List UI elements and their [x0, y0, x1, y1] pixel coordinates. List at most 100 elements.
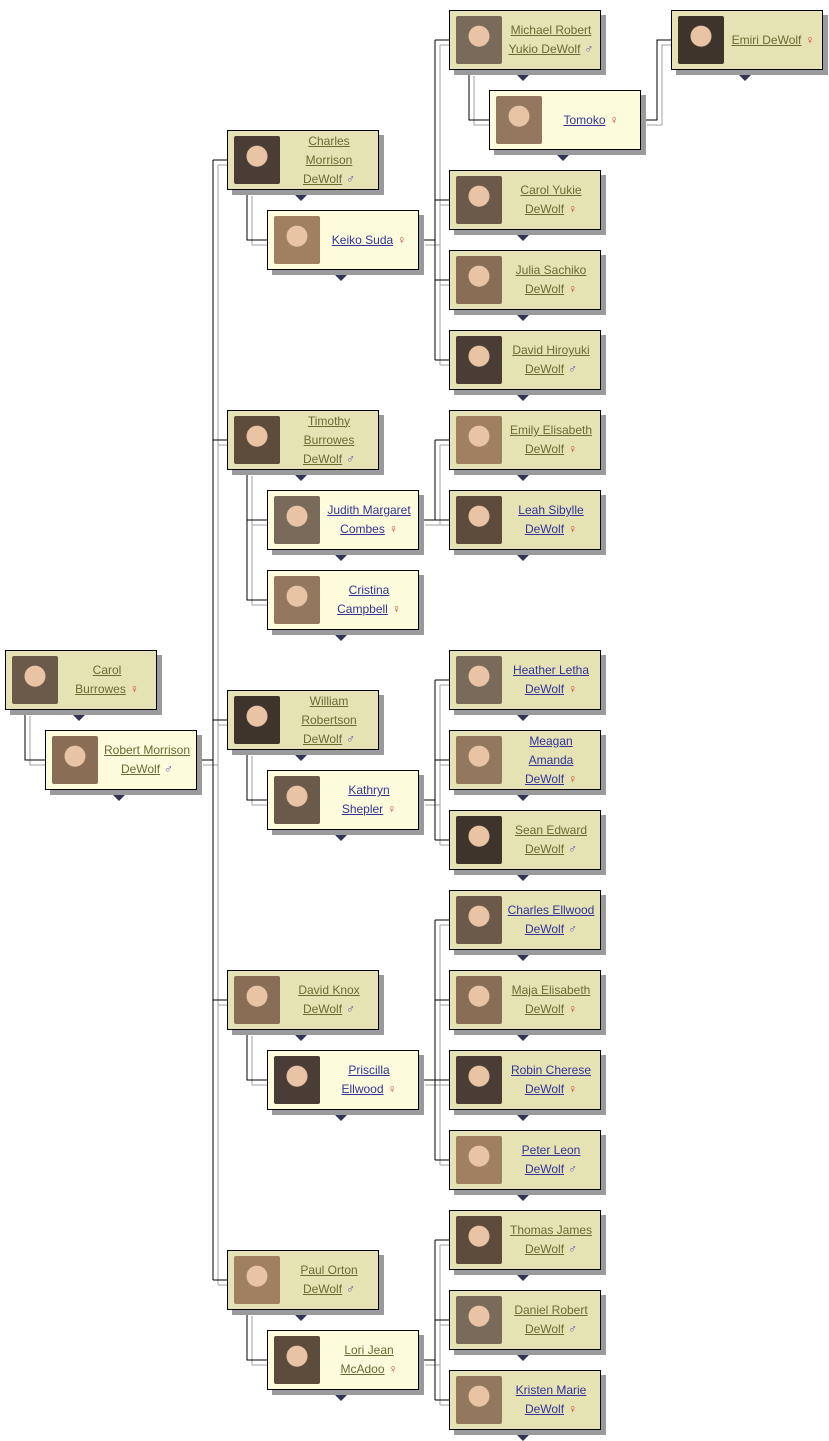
- portrait-photo[interactable]: [456, 1216, 502, 1264]
- portrait-photo[interactable]: [274, 576, 320, 624]
- person-name-link[interactable]: Heather Letha DeWolf: [512, 663, 590, 696]
- expand-descendants-arrow-icon[interactable]: [295, 1035, 307, 1041]
- portrait-photo[interactable]: [456, 656, 502, 704]
- expand-descendants-arrow-icon[interactable]: [517, 795, 529, 801]
- person-name-link[interactable]: Sean Edward DeWolf: [514, 823, 588, 856]
- person-name-link[interactable]: Maja Elisabeth DeWolf: [511, 983, 591, 1016]
- person-name-link[interactable]: Keiko Suda: [331, 232, 394, 247]
- person-label: Daniel Robert DeWolf♂: [506, 1291, 596, 1349]
- expand-descendants-arrow-icon[interactable]: [517, 395, 529, 401]
- portrait-photo[interactable]: [456, 976, 502, 1024]
- person-name-link[interactable]: Kathryn Shepler: [341, 783, 390, 816]
- expand-descendants-arrow-icon[interactable]: [517, 235, 529, 241]
- portrait-photo[interactable]: [456, 496, 502, 544]
- person-name-link[interactable]: Robert Morrison DeWolf: [103, 743, 191, 776]
- person-name-link[interactable]: Peter Leon DeWolf: [521, 1143, 581, 1176]
- portrait-photo[interactable]: [274, 1056, 320, 1104]
- expand-descendants-arrow-icon[interactable]: [517, 75, 529, 81]
- portrait-photo[interactable]: [456, 1056, 502, 1104]
- portrait-photo[interactable]: [456, 896, 502, 944]
- portrait-photo[interactable]: [456, 16, 502, 64]
- person-name-link[interactable]: Emiri DeWolf: [731, 32, 802, 47]
- portrait-photo[interactable]: [234, 696, 280, 744]
- person-name-link[interactable]: Paul Orton DeWolf: [300, 1263, 358, 1296]
- expand-descendants-arrow-icon[interactable]: [517, 315, 529, 321]
- expand-descendants-arrow-icon[interactable]: [517, 715, 529, 721]
- expand-descendants-arrow-icon[interactable]: [739, 75, 751, 81]
- expand-descendants-arrow-icon[interactable]: [295, 755, 307, 761]
- portrait-photo[interactable]: [12, 656, 58, 704]
- portrait-photo[interactable]: [496, 96, 542, 144]
- person-name-link[interactable]: Cristina Campbell: [337, 583, 390, 616]
- person-name-link[interactable]: Charles Morrison DeWolf: [302, 133, 353, 186]
- expand-descendants-arrow-icon[interactable]: [517, 1355, 529, 1361]
- person-name-link[interactable]: David Knox DeWolf: [298, 983, 360, 1016]
- expand-descendants-arrow-icon[interactable]: [73, 715, 85, 721]
- portrait-photo[interactable]: [456, 336, 502, 384]
- portrait-photo[interactable]: [456, 736, 502, 784]
- person-name-link[interactable]: David Hiroyuki DeWolf: [512, 343, 590, 376]
- expand-descendants-arrow-icon[interactable]: [517, 955, 529, 961]
- expand-descendants-arrow-icon[interactable]: [335, 635, 347, 641]
- person-name-link[interactable]: Carol Burrowes: [75, 663, 126, 696]
- person-name-link[interactable]: Meagan Amanda DeWolf: [524, 733, 574, 786]
- expand-descendants-arrow-icon[interactable]: [517, 1195, 529, 1201]
- person-name-link[interactable]: Lori Jean McAdoo: [340, 1343, 394, 1376]
- person-name-link[interactable]: Kristen Marie DeWolf: [515, 1383, 587, 1416]
- expand-descendants-arrow-icon[interactable]: [295, 195, 307, 201]
- person-label: William Robertson DeWolf♂: [284, 691, 374, 749]
- expand-descendants-arrow-icon[interactable]: [557, 155, 569, 161]
- expand-descendants-arrow-icon[interactable]: [295, 475, 307, 481]
- expand-descendants-arrow-icon[interactable]: [517, 875, 529, 881]
- expand-descendants-arrow-icon[interactable]: [335, 555, 347, 561]
- portrait-photo[interactable]: [456, 1136, 502, 1184]
- person-name-link[interactable]: Daniel Robert DeWolf: [514, 1303, 588, 1336]
- portrait-photo[interactable]: [274, 496, 320, 544]
- expand-descendants-arrow-icon[interactable]: [113, 795, 125, 801]
- portrait-photo[interactable]: [234, 1256, 280, 1304]
- person-name-link[interactable]: Thomas James DeWolf: [509, 1223, 593, 1256]
- person-name-link[interactable]: Leah Sibylle DeWolf: [518, 503, 584, 536]
- expand-descendants-arrow-icon[interactable]: [517, 1275, 529, 1281]
- expand-descendants-arrow-icon[interactable]: [517, 1035, 529, 1041]
- person-name-link[interactable]: Carol Yukie DeWolf: [520, 183, 582, 216]
- male-symbol-icon: ♂: [346, 731, 356, 746]
- expand-descendants-arrow-icon[interactable]: [295, 1315, 307, 1321]
- portrait-photo[interactable]: [456, 256, 502, 304]
- person-label: Charles Morrison DeWolf♂: [284, 131, 374, 189]
- portrait-photo[interactable]: [52, 736, 98, 784]
- person-name-link[interactable]: Charles Ellwood DeWolf: [507, 903, 595, 936]
- female-symbol-icon: ♀: [388, 522, 398, 536]
- expand-descendants-arrow-icon[interactable]: [335, 1395, 347, 1401]
- person-name-link[interactable]: Timothy Burrowes DeWolf: [302, 413, 355, 466]
- person-name-link[interactable]: Robin Cherese DeWolf: [510, 1063, 592, 1096]
- connector-line: [24, 711, 45, 761]
- portrait-photo[interactable]: [456, 416, 502, 464]
- person-name-link[interactable]: Julia Sachiko DeWolf: [515, 263, 587, 296]
- expand-descendants-arrow-icon[interactable]: [517, 555, 529, 561]
- portrait-photo[interactable]: [456, 1296, 502, 1344]
- portrait-photo[interactable]: [456, 1376, 502, 1424]
- portrait-photo[interactable]: [274, 216, 320, 264]
- expand-descendants-arrow-icon[interactable]: [335, 835, 347, 841]
- expand-descendants-arrow-icon[interactable]: [517, 1115, 529, 1121]
- person-name-link[interactable]: William Robertson DeWolf: [301, 693, 357, 746]
- person-label: Paul Orton DeWolf♂: [284, 1251, 374, 1309]
- expand-descendants-arrow-icon[interactable]: [335, 1115, 347, 1121]
- person-name-link[interactable]: Tomoko: [563, 112, 606, 127]
- portrait-photo[interactable]: [456, 816, 502, 864]
- person-name-link[interactable]: Judith Margaret Combes: [327, 503, 411, 536]
- expand-descendants-arrow-icon[interactable]: [335, 275, 347, 281]
- portrait-photo[interactable]: [234, 976, 280, 1024]
- portrait-photo[interactable]: [274, 1336, 320, 1384]
- expand-descendants-arrow-icon[interactable]: [517, 475, 529, 481]
- person-label-text: Priscilla Ellwood♀: [324, 1061, 414, 1099]
- person-name-link[interactable]: Emily Elisabeth DeWolf: [509, 423, 593, 456]
- portrait-photo[interactable]: [678, 16, 724, 64]
- portrait-photo[interactable]: [234, 416, 280, 464]
- person-name-link[interactable]: Priscilla Ellwood: [341, 1063, 390, 1096]
- portrait-photo[interactable]: [456, 176, 502, 224]
- portrait-photo[interactable]: [274, 776, 320, 824]
- person-name-link[interactable]: Michael Robert Yukio DeWolf: [508, 23, 592, 56]
- portrait-photo[interactable]: [234, 136, 280, 184]
